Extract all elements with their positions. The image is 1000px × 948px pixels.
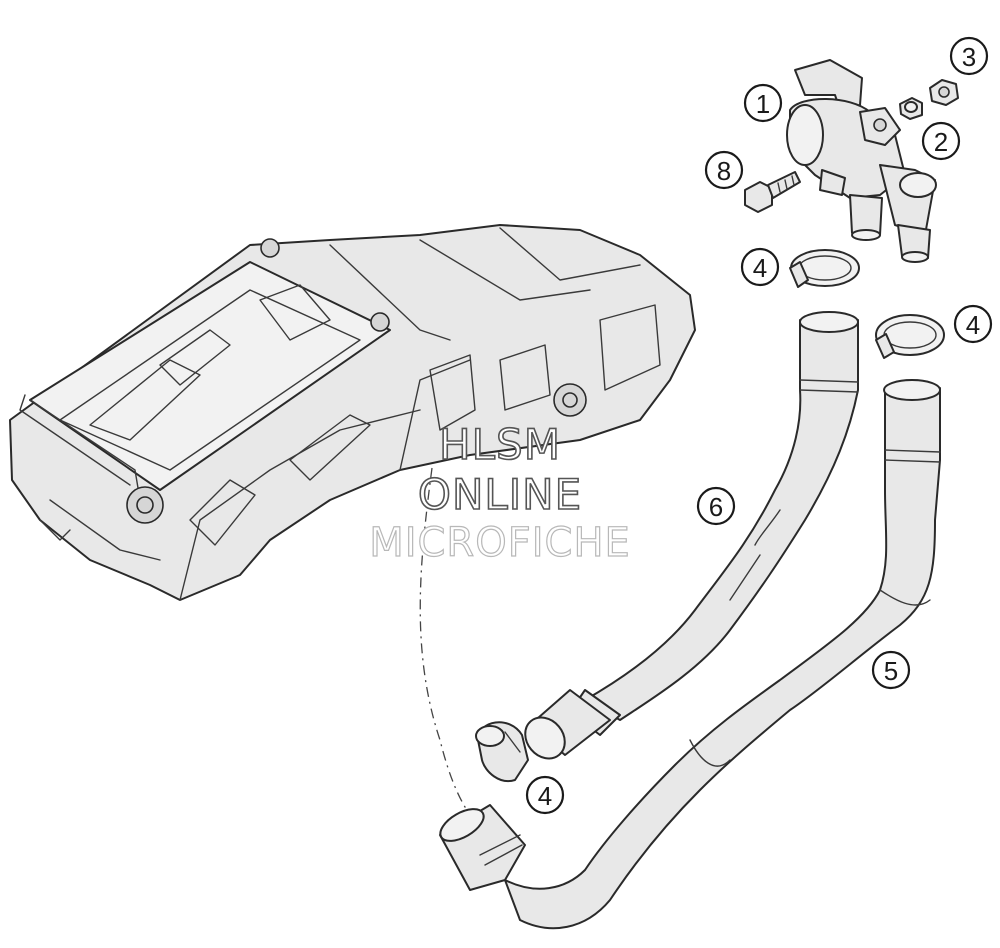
hose-clamp-right	[875, 314, 945, 359]
callout-4-right: 4	[953, 304, 993, 344]
callout-2-label: 2	[934, 127, 948, 157]
callout-6: 6	[696, 486, 736, 526]
fuel-tap-valve	[786, 59, 937, 263]
callout-4-lower: 4	[525, 775, 565, 815]
hose-clamp-upper	[789, 249, 860, 288]
cap-plug	[475, 721, 529, 783]
nut-and-spacer	[899, 79, 959, 120]
fuel-hose-6	[524, 311, 859, 760]
callout-8: 8	[704, 150, 744, 190]
fuel-hose-5	[439, 379, 941, 930]
callout-2: 2	[921, 121, 961, 161]
airbox-housing	[9, 224, 696, 601]
callout-1-label: 1	[756, 89, 770, 119]
callout-6-label: 6	[709, 492, 723, 522]
callout-4-right-label: 4	[966, 310, 980, 340]
callout-5-label: 5	[884, 656, 898, 686]
callout-3-label: 3	[962, 42, 976, 72]
watermark-line-3: MICROFICHE	[369, 519, 631, 566]
callout-5: 5	[871, 650, 911, 690]
watermark-line-1: HLSM	[438, 419, 561, 470]
callout-1: 1	[743, 83, 783, 123]
callout-4-upper-label: 4	[753, 253, 767, 283]
callout-3: 3	[949, 36, 989, 76]
vent-route-line	[419, 467, 471, 816]
callout-8-label: 8	[717, 156, 731, 186]
callout-4-upper: 4	[740, 247, 780, 287]
bolt	[744, 171, 801, 213]
callout-4-lower-label: 4	[538, 781, 552, 811]
watermark-line-2: ONLINE	[417, 469, 583, 520]
